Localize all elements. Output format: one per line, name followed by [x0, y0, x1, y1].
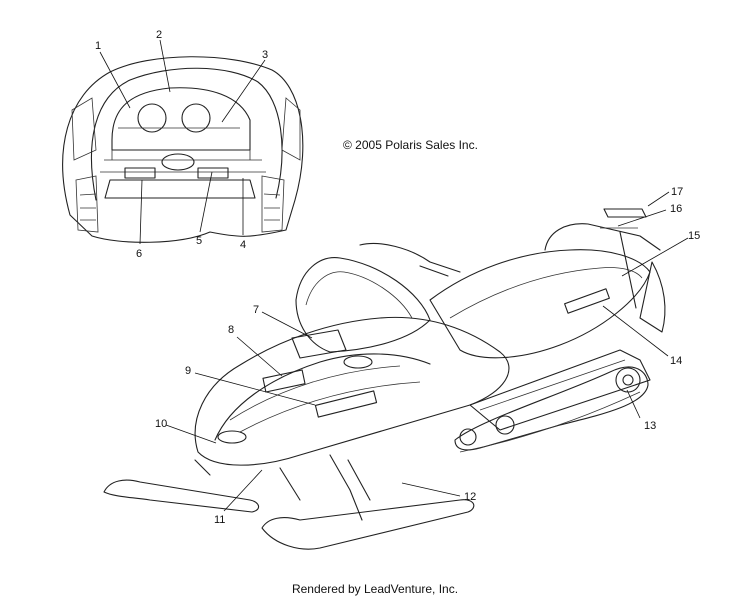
footer-credit: Rendered by LeadVenture, Inc. — [291, 582, 459, 596]
callout-12[interactable]: 12 — [464, 491, 476, 503]
decal-9-shape — [314, 390, 378, 418]
dashboard-inset-illustration — [62, 56, 304, 243]
callout-17[interactable]: 17 — [671, 186, 683, 198]
callout-3[interactable]: 3 — [262, 49, 268, 61]
callout-8[interactable]: 8 — [228, 324, 234, 336]
callout-10[interactable]: 10 — [155, 418, 167, 430]
callout-6[interactable]: 6 — [136, 248, 142, 260]
snowmobile-illustration — [103, 223, 666, 550]
callout-14[interactable]: 14 — [670, 355, 682, 367]
callout-1[interactable]: 1 — [95, 40, 101, 52]
callout-13[interactable]: 13 — [644, 420, 656, 432]
decal-14-shape — [564, 288, 610, 314]
callout-2[interactable]: 2 — [156, 29, 162, 41]
callout-7[interactable]: 7 — [253, 304, 259, 316]
callout-4[interactable]: 4 — [240, 239, 246, 251]
callout-labels: 1 2 3 4 5 6 7 8 9 10 11 12 13 14 15 16 1… — [95, 29, 700, 526]
decal-shapes — [262, 208, 647, 418]
leader-lines — [99, 39, 689, 512]
callout-16[interactable]: 16 — [670, 203, 682, 215]
callout-15[interactable]: 15 — [688, 230, 700, 242]
callout-11[interactable]: 11 — [214, 514, 225, 526]
copyright-notice: © 2005 Polaris Sales Inc. — [343, 138, 478, 152]
callout-9[interactable]: 9 — [185, 365, 191, 377]
callout-5[interactable]: 5 — [196, 235, 202, 247]
decal-17-shape — [603, 208, 647, 218]
decal-8-shape — [262, 369, 306, 393]
